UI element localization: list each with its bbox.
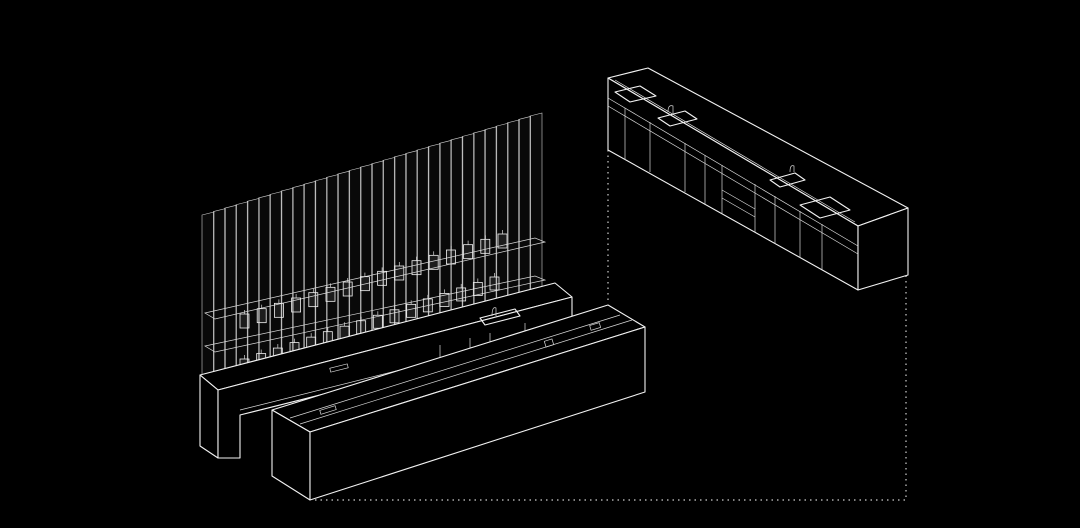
unit-drawer-line — [721, 197, 756, 218]
vertical-fin — [348, 167, 362, 339]
unit-drawer-line — [721, 189, 756, 210]
vertical-fin — [518, 116, 531, 294]
bottle — [445, 249, 456, 265]
bottle — [342, 281, 353, 297]
bottle — [377, 270, 388, 286]
vertical-fin — [529, 112, 543, 291]
bottle — [325, 286, 336, 302]
front-bar-fixture — [589, 322, 602, 331]
bottle — [356, 320, 367, 335]
front-bar-fixture — [543, 338, 555, 348]
back-counter-sink — [479, 308, 521, 326]
vertical-fin — [473, 129, 486, 306]
vertical-fin — [292, 184, 305, 355]
bottle — [456, 287, 467, 302]
bottle — [406, 303, 417, 318]
unit-sink-2 — [657, 110, 698, 127]
bottle — [439, 292, 450, 307]
vertical-fin — [360, 163, 373, 336]
vertical-fin — [484, 126, 498, 303]
exploded-bar-unit — [607, 67, 909, 291]
bottle — [394, 265, 405, 281]
back-counter — [199, 282, 573, 459]
front-bar-fixture — [319, 405, 337, 415]
back-counter-faucet — [491, 307, 497, 317]
vertical-fin — [427, 143, 441, 318]
vertical-fin — [269, 191, 283, 361]
bottle — [273, 302, 284, 318]
vertical-fin — [280, 187, 294, 358]
bottle — [472, 282, 483, 296]
unit-faucet-2 — [789, 165, 795, 173]
bottle — [463, 244, 474, 260]
bottle — [291, 297, 302, 313]
front-bar-top-edge — [289, 314, 621, 419]
vertical-fin — [507, 119, 520, 297]
vertical-fin — [258, 194, 271, 364]
unit-faucet-1 — [667, 105, 674, 114]
back-counter-front — [199, 374, 219, 459]
unit-sink-3 — [769, 172, 806, 188]
vertical-fin — [393, 153, 407, 327]
bottle — [372, 314, 383, 329]
bottle — [422, 298, 433, 313]
bottle — [489, 276, 500, 291]
lower-glass-shelf — [204, 275, 547, 353]
vertical-fin — [461, 133, 475, 309]
back-counter-face — [217, 296, 573, 459]
front-bar — [271, 304, 646, 501]
bottle — [308, 292, 319, 308]
vertical-fin — [405, 150, 418, 324]
vertical-fin — [235, 201, 249, 370]
unit-top-edge — [614, 79, 856, 223]
bottle — [256, 308, 267, 324]
vertical-fin — [382, 156, 396, 330]
front-bar-front — [309, 326, 646, 501]
upper-glass-shelf — [204, 237, 547, 320]
vertical-fin — [439, 139, 452, 315]
vertical-fin — [201, 211, 215, 379]
vertical-fin — [303, 180, 317, 352]
back-counter-handle — [329, 363, 349, 373]
vertical-fin — [371, 160, 384, 333]
vertical-fin — [495, 122, 509, 300]
unit-sink-4 — [799, 196, 851, 219]
bottle — [389, 309, 400, 324]
bottle — [359, 276, 370, 292]
vertical-fin — [246, 197, 260, 367]
bottle — [239, 313, 250, 329]
bottle — [497, 233, 508, 249]
bottle — [411, 260, 422, 276]
bottle — [480, 238, 491, 254]
front-bar-top-edge — [299, 319, 633, 425]
glass-shelves — [204, 237, 547, 353]
unit-sink-1 — [614, 85, 657, 103]
bottle — [428, 254, 439, 270]
unit-end — [857, 207, 909, 291]
vertical-fin — [416, 146, 430, 321]
vertical-fin — [224, 204, 237, 373]
